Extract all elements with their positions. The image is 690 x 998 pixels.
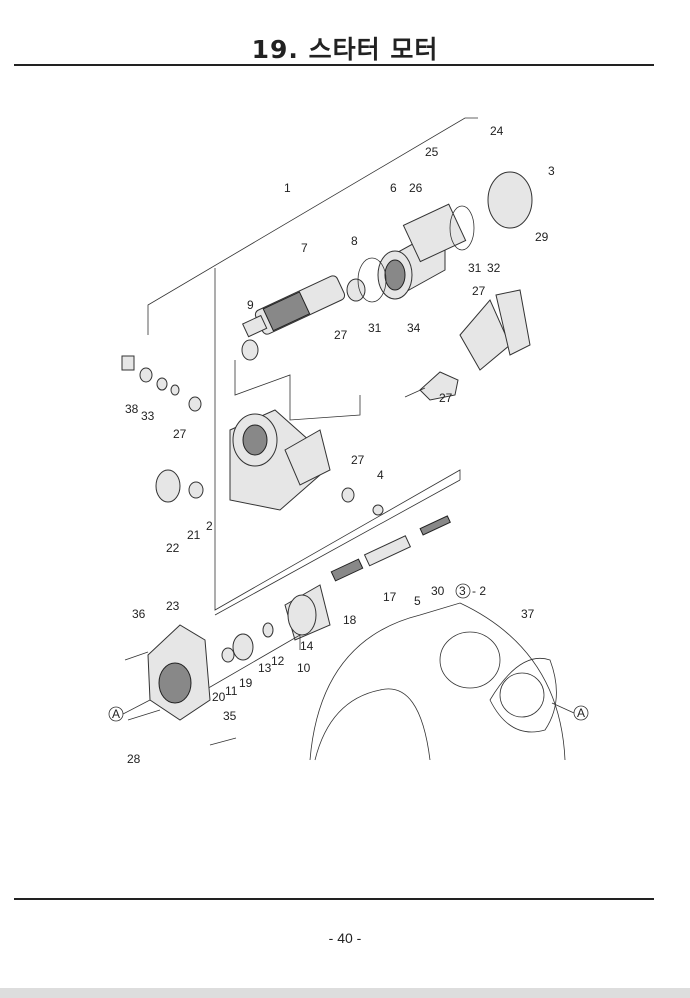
callout-label: 27: [173, 427, 187, 441]
callout-label: 35: [223, 709, 237, 723]
ref-marker-suffix: - 2: [472, 584, 486, 598]
ref-marker-number: 3: [459, 584, 466, 598]
callout-label: 10: [297, 661, 311, 675]
callout-label: 12: [271, 654, 285, 668]
header-divider: [14, 64, 654, 66]
callout-label: 7: [301, 241, 308, 255]
drive-housing: [229, 409, 331, 511]
callout-label: 5: [414, 594, 421, 608]
callout-label: 17: [383, 590, 397, 604]
callout-label: 30: [431, 584, 445, 598]
reference-marker: 3 - 2: [455, 583, 486, 599]
footer-divider: [14, 898, 654, 900]
callout-label: 19: [239, 676, 253, 690]
callout-label: 37: [521, 607, 535, 621]
callout-label: 34: [407, 321, 421, 335]
armature: [241, 275, 346, 338]
callout-label: 3: [548, 164, 555, 178]
callout-label: 6: [390, 181, 397, 195]
callout-label: 29: [535, 230, 549, 244]
callout-label: 9: [247, 298, 254, 312]
callout-label: 22: [166, 541, 180, 555]
callout-label: 36: [132, 607, 146, 621]
callout-label: 27: [439, 391, 453, 405]
callout-label: 13: [258, 661, 272, 675]
callout-label: 31: [368, 321, 382, 335]
callout-label: 23: [166, 599, 180, 613]
callout-label: 24: [490, 124, 504, 138]
callout-label: 2: [206, 519, 213, 533]
callout-label: 31: [468, 261, 482, 275]
callout-label: 18: [343, 613, 357, 627]
callout-label: 8: [351, 234, 358, 248]
callout-label: 20: [212, 690, 226, 704]
callout-label: 27: [351, 453, 365, 467]
callout-label: 32: [487, 261, 501, 275]
callout-label: 38: [125, 402, 139, 416]
page-number: - 40 -: [328, 930, 362, 946]
callout-label: 27: [334, 328, 348, 342]
yoke: [377, 203, 467, 300]
connector-marks: A A: [108, 699, 589, 722]
callout-label: 21: [187, 528, 201, 542]
callout-label: 28: [127, 752, 141, 766]
callout-label: 26: [409, 181, 423, 195]
page-title: 19. 스타터 모터: [251, 35, 439, 64]
callout-label: 14: [300, 639, 314, 653]
callout-label: 4: [377, 468, 384, 482]
connector-mark-left: A: [112, 707, 120, 721]
part-shapes: [121, 117, 566, 761]
callout-label: 27: [472, 284, 486, 298]
callout-label: 11: [225, 684, 238, 698]
callout-label: 25: [425, 145, 439, 159]
connector-mark-right: A: [577, 706, 585, 720]
scan-edge: [0, 988, 690, 998]
callout-label: 1: [284, 181, 291, 195]
callout-label: 33: [141, 409, 155, 423]
